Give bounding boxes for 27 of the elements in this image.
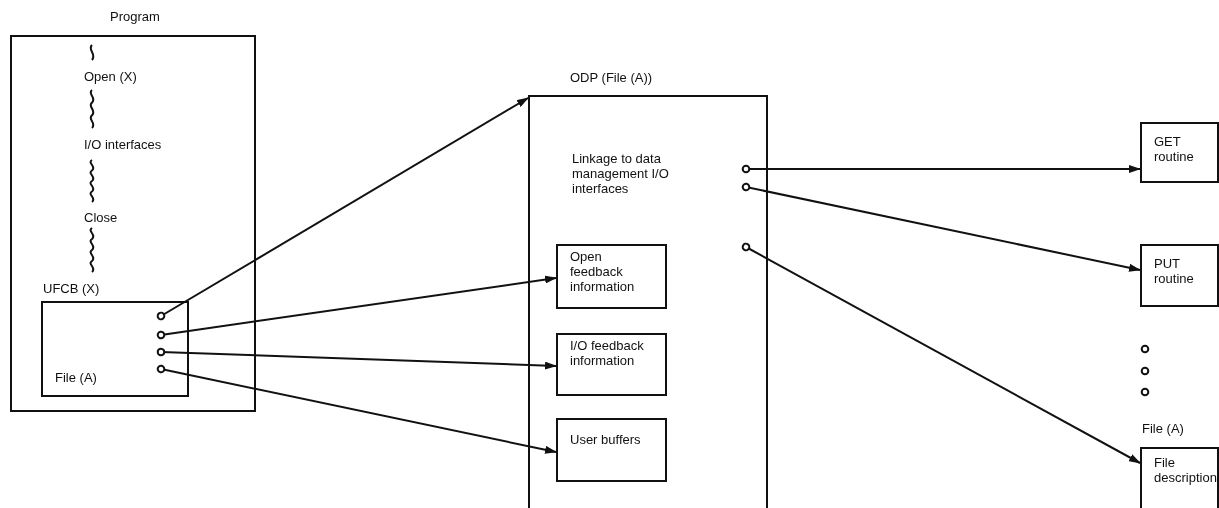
arrow [741,164,1141,174]
process-box [556,418,667,482]
box-label: Linkage to data management I/O interfaces [572,151,670,196]
box-heading: File (A) [1142,421,1184,436]
box-label: PUT routine [1154,256,1195,286]
arrow [741,242,1141,464]
box-label: User buffers [570,432,642,447]
step-label: Close [84,210,118,225]
arrow [741,182,1141,272]
arrow [156,97,529,321]
box-label: File description [1154,455,1218,485]
step-label: I/O interfaces [84,137,162,152]
box-label: I/O feedback information [570,338,645,368]
box-label: Open feedback information [570,249,636,294]
box-heading: ODP (File (A)) [570,70,653,85]
process-box [556,333,667,396]
routine-box [1140,122,1219,183]
process-box [556,244,667,309]
step-label: Open (X) [84,69,137,84]
box-heading: UFCB (X) [43,281,100,296]
box-label: File (A) [55,370,97,385]
arrow [156,364,557,454]
arrow [156,275,557,340]
box-label: GET routine [1154,134,1195,164]
box-heading: Program [110,9,160,24]
routine-box [1140,244,1219,307]
arrow [156,347,557,370]
